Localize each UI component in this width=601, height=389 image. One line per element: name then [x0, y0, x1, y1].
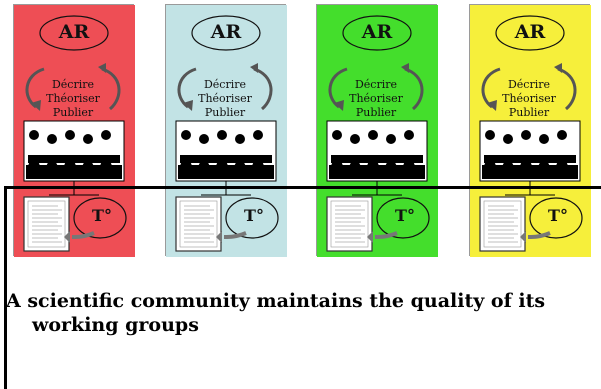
panel-illustration [14, 5, 135, 257]
t-label: T° [548, 206, 568, 225]
steps-list: Décrire Théoriser Publier [494, 78, 564, 120]
arrowhead-icon [554, 63, 562, 73]
step-publish: Publier [508, 106, 550, 119]
panel-illustration [317, 5, 438, 257]
steps-list: Décrire Théoriser Publier [38, 78, 108, 120]
arrowhead-icon [250, 63, 258, 73]
meeting-people-icon [175, 120, 277, 182]
cycle-arrow-right-icon [253, 67, 273, 111]
arrowhead-icon [216, 231, 222, 243]
working-group-panel: AR Décrire Théoriser Publier T° [165, 4, 287, 257]
meeting-people-icon [326, 120, 428, 182]
cycle-arrow-right-icon [101, 67, 121, 111]
arrow-left-icon [71, 231, 95, 239]
arrowhead-icon [98, 63, 106, 73]
cycle-arrow-right-icon [557, 67, 577, 111]
document-icon [326, 196, 373, 252]
step-describe: Décrire [51, 78, 95, 91]
step-describe: Décrire [203, 78, 247, 91]
t-label: T° [395, 206, 415, 225]
steps-list: Décrire Théoriser Publier [341, 78, 411, 120]
working-group-panel: AR Décrire Théoriser Publier T° [13, 4, 135, 257]
cycle-arrow-right-icon [404, 67, 424, 111]
ar-ellipse [39, 15, 109, 51]
ar-label: AR [361, 21, 393, 43]
step-publish: Publier [355, 106, 397, 119]
t-ellipse [225, 197, 279, 239]
ar-label: AR [210, 21, 242, 43]
step-theorize: Théoriser [46, 92, 100, 105]
caption: A scientific community maintains the qua… [6, 289, 596, 337]
t-ellipse [73, 197, 127, 239]
working-group-panel: AR Décrire Théoriser Publier T° [316, 4, 438, 257]
step-describe: Décrire [354, 78, 398, 91]
arrowhead-icon [334, 100, 344, 111]
t-label: T° [92, 206, 112, 225]
arrowhead-icon [401, 63, 409, 73]
ar-ellipse [495, 15, 565, 51]
arrowhead-icon [31, 100, 41, 111]
t-ellipse [376, 197, 430, 239]
steps-list: Décrire Théoriser Publier [190, 78, 260, 120]
t-ellipse [529, 197, 583, 239]
caption-line-2: working groups [32, 314, 199, 336]
document-icon [23, 196, 70, 252]
step-theorize: Théoriser [198, 92, 252, 105]
arrowhead-icon [367, 231, 373, 243]
arrowhead-icon [64, 231, 70, 243]
ar-ellipse [191, 15, 261, 51]
arrowhead-icon [520, 231, 526, 243]
community-frame [4, 186, 601, 389]
panel-illustration [470, 5, 591, 257]
step-publish: Publier [52, 106, 94, 119]
caption-line-1: A scientific community maintains the qua… [6, 290, 546, 312]
document-icon [175, 196, 222, 252]
arrow-left-icon [527, 231, 551, 239]
meeting-people-icon [479, 120, 581, 182]
arrowhead-icon [487, 100, 497, 111]
arrow-left-icon [374, 231, 398, 239]
arrowhead-icon [183, 100, 193, 111]
document-icon [479, 196, 526, 252]
t-label: T° [244, 206, 264, 225]
ar-label: AR [58, 21, 90, 43]
meeting-people-icon [23, 120, 125, 182]
step-publish: Publier [204, 106, 246, 119]
panel-illustration [166, 5, 287, 257]
ar-label: AR [514, 21, 546, 43]
step-theorize: Théoriser [502, 92, 556, 105]
arrow-left-icon [223, 231, 247, 239]
working-group-panel: AR Décrire Théoriser Publier T° [469, 4, 591, 257]
step-theorize: Théoriser [349, 92, 403, 105]
step-describe: Décrire [507, 78, 551, 91]
ar-ellipse [342, 15, 412, 51]
